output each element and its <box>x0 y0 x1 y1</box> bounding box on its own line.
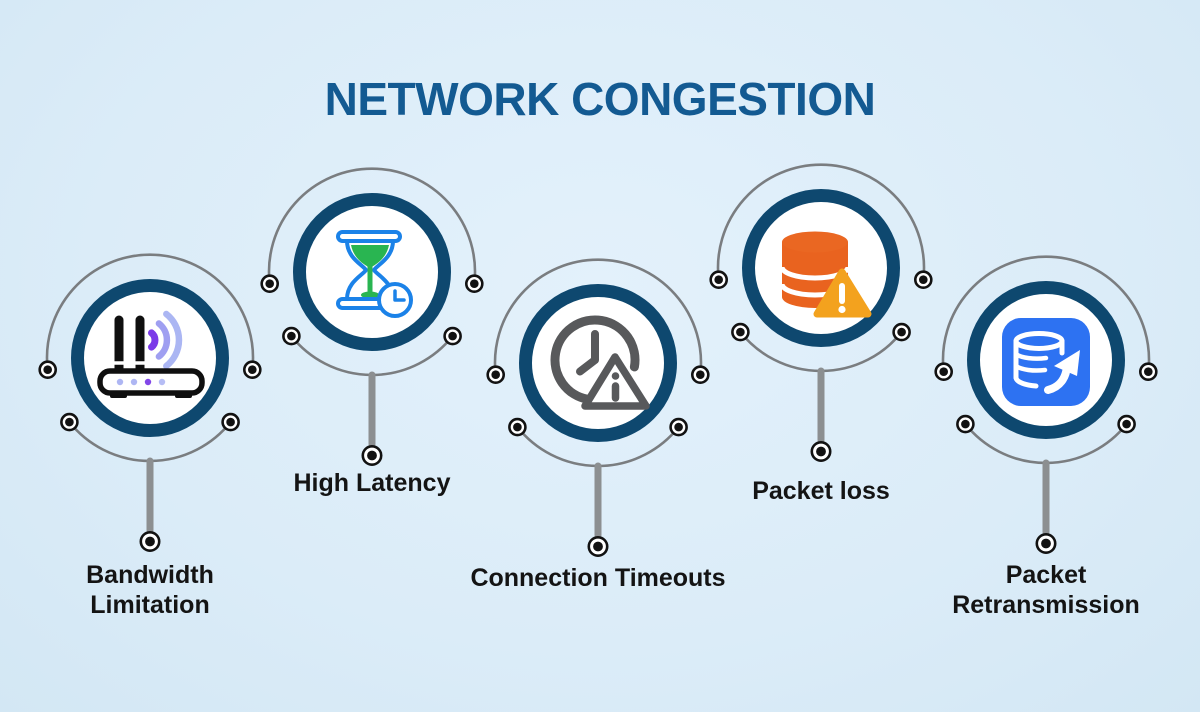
label-packet-retransmission: Packet Retransmission <box>952 561 1140 619</box>
hourglass-clock-icon <box>336 230 413 318</box>
label-bandwidth-limitation: Bandwidth Limitation <box>86 561 214 619</box>
node-connection-timeouts <box>468 233 728 573</box>
orbit-arc <box>716 163 926 373</box>
database-warning-icon <box>779 231 872 318</box>
database-retry-icon <box>1002 318 1090 406</box>
label-high-latency: High Latency <box>293 469 451 497</box>
circle-ring <box>967 281 1125 439</box>
page-title: NETWORK CONGESTION <box>324 73 876 125</box>
label-packet-loss: Packet loss <box>752 477 890 505</box>
stem-dot <box>139 531 161 553</box>
node-packet-loss <box>691 138 951 478</box>
stem-dot <box>361 445 383 467</box>
wifi-router-icon <box>97 310 205 398</box>
node-bandwidth-limitation <box>20 228 280 568</box>
circle-ring <box>293 193 451 351</box>
node-packet-retransmission <box>916 230 1176 570</box>
orbit-dots <box>260 274 484 467</box>
orbit-arc <box>493 258 703 468</box>
stem-dot <box>587 536 609 558</box>
label-connection-timeouts: Connection Timeouts <box>470 564 726 592</box>
stem-dot <box>810 441 832 463</box>
stem-dot <box>1035 533 1057 555</box>
orbit-dots <box>38 360 262 553</box>
orbit-dots <box>709 270 933 463</box>
orbit-dots <box>486 365 710 558</box>
orbit-arc <box>45 253 255 463</box>
circle-ring <box>519 284 677 442</box>
orbit-arc <box>941 255 1151 465</box>
orbit-dots <box>934 362 1158 555</box>
circle-ring <box>742 189 900 347</box>
clock-warning-icon <box>550 315 650 410</box>
circle-ring <box>71 279 229 437</box>
orbit-arc <box>267 167 477 377</box>
node-high-latency <box>242 142 502 482</box>
